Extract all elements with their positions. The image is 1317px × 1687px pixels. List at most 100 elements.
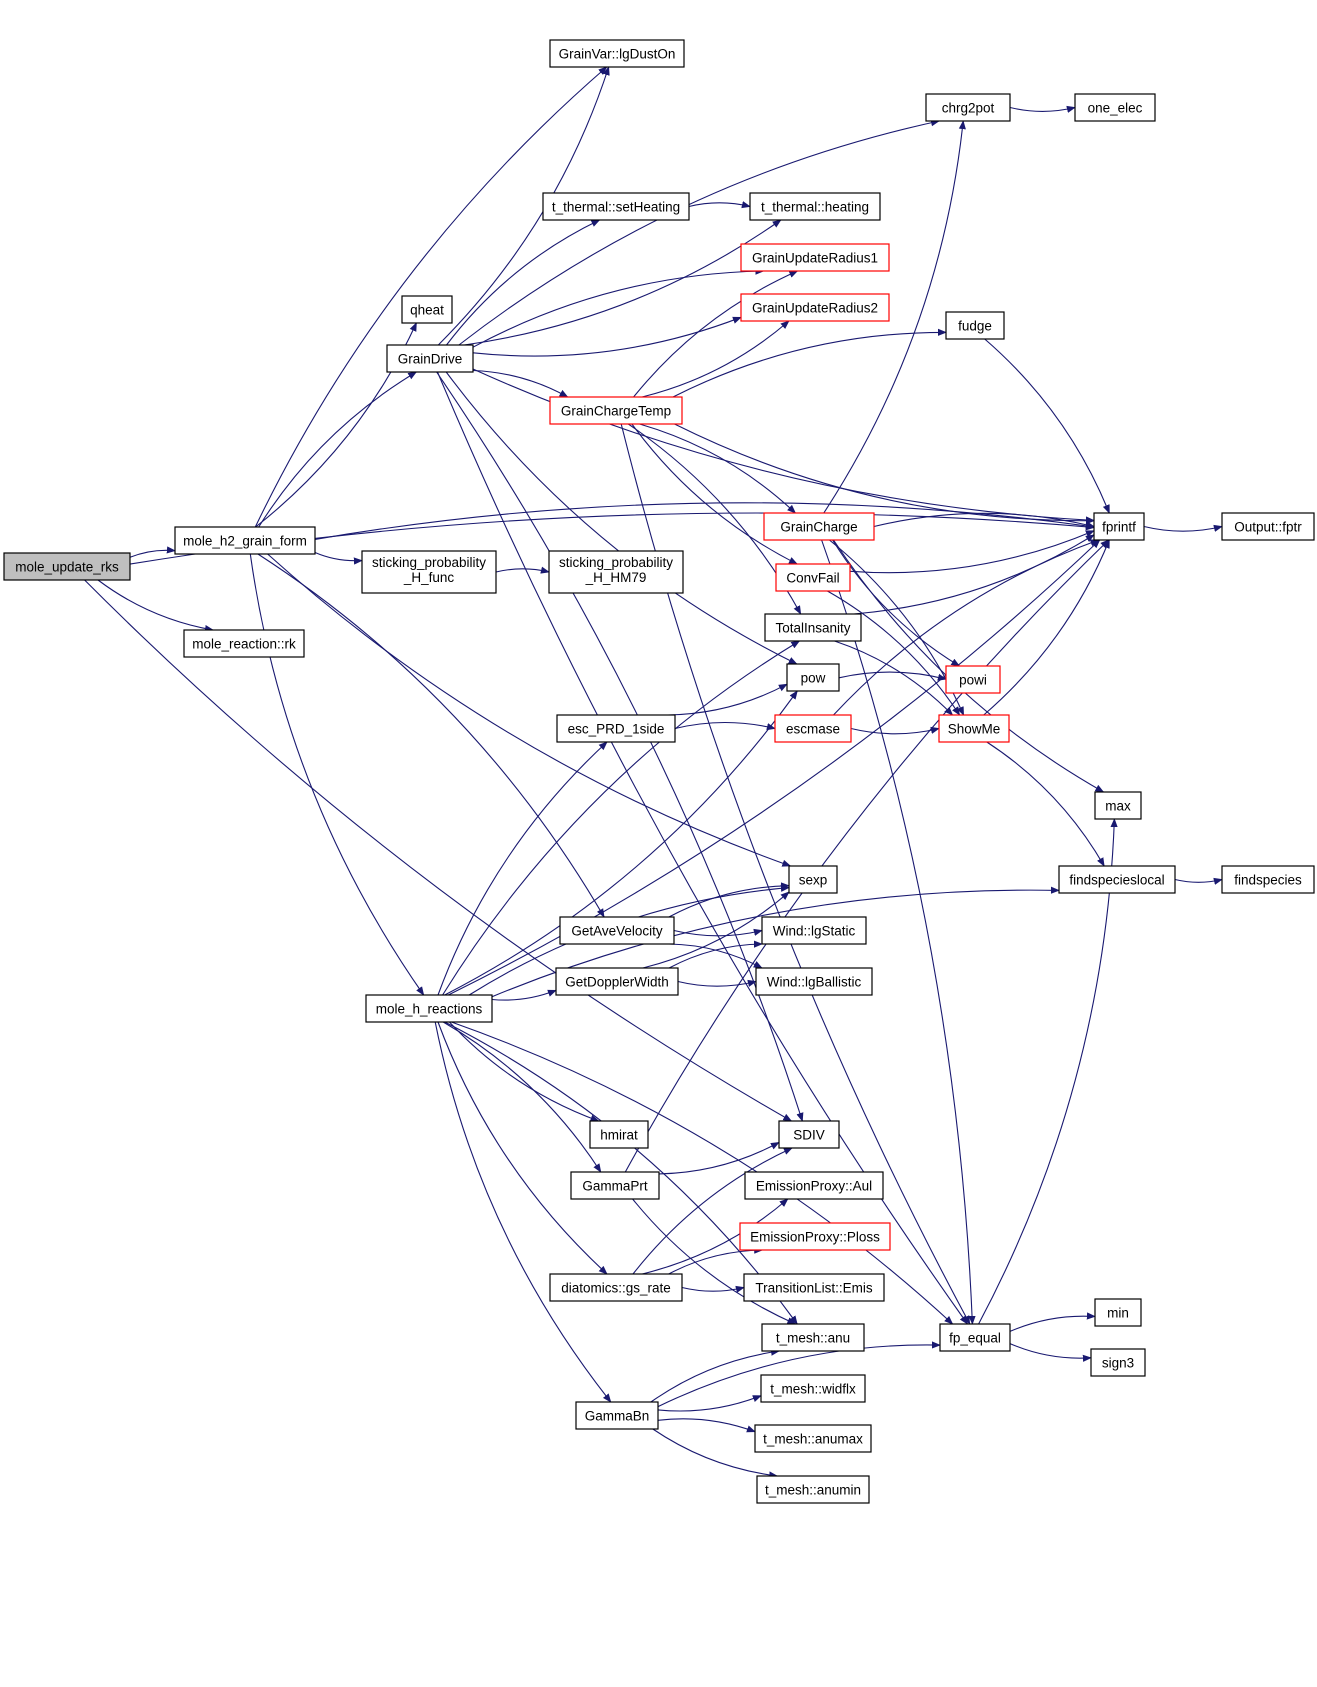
node-max[interactable]: max <box>1094 791 1142 820</box>
node-sexp[interactable]: sexp <box>788 865 838 894</box>
edge-gammabn-to-t-mesh-widflx <box>657 1395 762 1412</box>
node-output-fptr[interactable]: Output::fptr <box>1221 512 1315 541</box>
node-box <box>754 1424 872 1453</box>
edge-mole-h-reactions-to-fprintf <box>448 539 1101 996</box>
node-diatomics-gs-rate[interactable]: diatomics::gs_rate <box>549 1273 683 1302</box>
node-box <box>925 93 1011 122</box>
node-box <box>548 550 684 594</box>
node-label: t_thermal::heating <box>761 200 869 215</box>
node-fp-equal[interactable]: fp_equal <box>939 1323 1011 1352</box>
node-label: t_mesh::anumin <box>765 1483 861 1498</box>
node-mole-reaction-rk[interactable]: mole_reaction::rk <box>183 629 305 658</box>
node-label: Output::fptr <box>1234 520 1302 535</box>
edge-graindrive-to-t-thermal-setheating <box>446 219 601 346</box>
node-label: t_mesh::anumax <box>763 1432 863 1447</box>
node-qheat[interactable]: qheat <box>401 295 453 324</box>
node-getdopplerwidth[interactable]: GetDopplerWidth <box>555 967 679 996</box>
node-label: GrainVar::lgDustOn <box>559 47 676 62</box>
node-graincharge[interactable]: GrainCharge <box>763 512 875 541</box>
node-grainupdateradius1[interactable]: GrainUpdateRadius1 <box>740 243 890 272</box>
edge-getdopplerwidth-to-wind-lgstatic <box>668 940 763 969</box>
node-label: GrainDrive <box>398 352 463 367</box>
node-box <box>555 967 679 996</box>
node-label: mole_h2_grain_form <box>183 534 307 549</box>
edge-mole-update-rks-to-mole-reaction-rk <box>97 579 214 633</box>
node-graindrive[interactable]: GrainDrive <box>386 344 474 373</box>
node-box <box>763 512 875 541</box>
node-label: qheat <box>410 303 444 318</box>
edge-esc-prd-1side-to-pow <box>668 683 788 716</box>
node-mole-update-rks[interactable]: mole_update_rks <box>3 552 131 581</box>
edge-fp-equal-to-sign3 <box>1009 1343 1092 1362</box>
node-esc-prd-1side[interactable]: esc_PRD_1side <box>556 714 676 743</box>
node-box <box>365 994 493 1023</box>
node-fprintf[interactable]: fprintf <box>1093 512 1145 541</box>
node-chrg2pot[interactable]: chrg2pot <box>925 93 1011 122</box>
node-grainchargetemp[interactable]: GrainChargeTemp <box>549 396 683 425</box>
edge-mole-h-reactions-to-hmirat <box>448 1021 600 1122</box>
edge-graindrive-to-grainvar-lgduston <box>437 66 610 346</box>
edge-getavevelocity-to-sexp <box>668 882 790 918</box>
edge-mole-h2-grain-form-to-sexp <box>267 553 792 867</box>
node-box <box>549 1273 683 1302</box>
node-box <box>786 663 840 692</box>
node-sdiv[interactable]: SDIV <box>778 1120 840 1149</box>
edge-mole-h2-grain-form-to-fprintf <box>314 502 1095 540</box>
node-wind-lgstatic[interactable]: Wind::lgStatic <box>761 916 867 945</box>
node-label: t_mesh::anu <box>776 1331 850 1346</box>
node-box <box>1058 865 1176 894</box>
node-gammaprt[interactable]: GammaPrt <box>570 1171 660 1200</box>
node-box <box>1221 512 1315 541</box>
node-box <box>1090 1348 1146 1377</box>
node-t-mesh-anumin[interactable]: t_mesh::anumin <box>756 1475 870 1504</box>
node-transitionlist-emis[interactable]: TransitionList::Emis <box>743 1273 885 1302</box>
node-mole-h2-grain-form[interactable]: mole_h2_grain_form <box>174 526 316 555</box>
node-one-elec[interactable]: one_elec <box>1074 93 1156 122</box>
node-pow[interactable]: pow <box>786 663 840 692</box>
node-box <box>575 1401 659 1430</box>
node-getavevelocity[interactable]: GetAveVelocity <box>559 916 675 945</box>
node-mole-h-reactions[interactable]: mole_h_reactions <box>365 994 493 1023</box>
node-t-mesh-widflx[interactable]: t_mesh::widflx <box>760 1374 866 1403</box>
node-t-mesh-anumax[interactable]: t_mesh::anumax <box>754 1424 872 1453</box>
node-box <box>756 1475 870 1504</box>
edge-graincharge-to-chrg2pot <box>823 120 966 514</box>
node-gammabn[interactable]: GammaBn <box>575 1401 659 1430</box>
node-t-mesh-anu[interactable]: t_mesh::anu <box>761 1323 865 1352</box>
node-t-thermal-setheating[interactable]: t_thermal::setHeating <box>542 192 690 221</box>
node-box <box>542 192 690 221</box>
node-grainupdateradius2[interactable]: GrainUpdateRadius2 <box>740 293 890 322</box>
node-label: pow <box>801 671 826 686</box>
edge-graincharge-to-fprintf <box>873 512 1095 529</box>
node-hmirat[interactable]: hmirat <box>589 1120 649 1149</box>
node-showme[interactable]: ShowMe <box>938 714 1010 743</box>
node-label: mole_reaction::rk <box>192 637 296 652</box>
node-box <box>774 714 852 743</box>
node-label: GetAveVelocity <box>571 924 663 939</box>
node-powi[interactable]: powi <box>945 665 1001 694</box>
node-escmase[interactable]: escmase <box>774 714 852 743</box>
node-sign3[interactable]: sign3 <box>1090 1348 1146 1377</box>
edge-pow-to-powi <box>838 671 947 681</box>
edge-gammabn-to-t-mesh-anumax <box>657 1418 756 1433</box>
edge-chrg2pot-to-one-elec <box>1009 105 1076 113</box>
node-emissionproxy-aul[interactable]: EmissionProxy::Aul <box>744 1171 884 1200</box>
node-box <box>938 714 1010 743</box>
node-totalinsanity[interactable]: TotalInsanity <box>764 613 862 642</box>
node-grainvar-lgduston[interactable]: GrainVar::lgDustOn <box>549 39 685 68</box>
node-convfail[interactable]: ConvFail <box>775 563 851 592</box>
node-fudge[interactable]: fudge <box>945 311 1005 340</box>
edge-graindrive-to-fprintf <box>472 368 1095 524</box>
node-findspecieslocal[interactable]: findspecieslocal <box>1058 865 1176 894</box>
node-label: fudge <box>958 319 992 334</box>
edge-sticking-probability-h-func-to-sticking-probability-h-hm79 <box>495 566 550 574</box>
node-emissionproxy-ploss[interactable]: EmissionProxy::Ploss <box>739 1222 891 1251</box>
node-label: diatomics::gs_rate <box>561 1281 671 1296</box>
node-wind-lgballistic[interactable]: Wind::lgBallistic <box>755 967 873 996</box>
node-findspecies[interactable]: findspecies <box>1221 865 1315 894</box>
node-sticking-probability-h-hm79[interactable]: sticking_probability_H_HM79 <box>548 550 684 594</box>
node-t-thermal-heating[interactable]: t_thermal::heating <box>749 192 881 221</box>
node-label: sticking_probability_H_HM79 <box>559 555 673 585</box>
node-sticking-probability-h-func[interactable]: sticking_probability_H_func <box>361 550 497 594</box>
node-min[interactable]: min <box>1094 1298 1142 1327</box>
